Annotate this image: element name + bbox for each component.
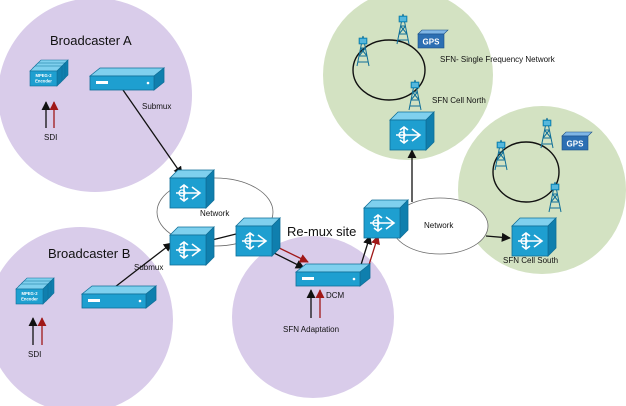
network-router-top [169,169,215,209]
gps-south-label: GPS [567,140,585,149]
broadcaster-b-region [0,227,173,406]
sfn-cell-north-label: SFN Cell North [432,96,486,105]
submux-a-link [122,89,183,176]
submux-b-label: Submux [134,263,163,272]
encoder-a-label-2: Encoder [35,79,52,84]
sfn-cell-south-label: SFN Cell South [503,256,558,265]
gps-north-label: GPS [423,38,441,47]
dcm-to-router-red [367,235,380,269]
dcm-label: DCM [326,291,345,300]
sdi-a-label: SDI [44,133,57,142]
sfn-title-label: SFN- Single Frequency Network [440,55,556,64]
gps-north-receiver: GPS [417,29,449,49]
remux-site-title: Re-mux site [287,224,356,239]
encoder-stack-a: MPEG-2 Encoder [29,59,69,87]
sdi-b-label: SDI [28,350,41,359]
remux-router [235,217,281,257]
cell-south-router [511,217,557,257]
dcm-to-router-black [359,235,372,269]
network-right-label: Network [424,221,454,230]
submux-b-link [114,242,173,288]
sfn-adaptation-label: SFN Adaptation [283,325,339,334]
broadcaster-a-region [0,0,192,192]
gps-south-receiver: GPS [561,131,593,151]
dcm-device [295,263,371,287]
network-router-bottom [169,226,215,266]
distribution-router [363,199,409,239]
sfn-south-ring [492,141,560,203]
submux-b-device [81,285,157,309]
encoder-b-label-2: Encoder [21,297,38,302]
network-to-remux-link [211,233,237,241]
sfn-north-ring [352,39,426,101]
submux-a-label: Submux [142,102,171,111]
encoder-stack-b: MPEG-2 Encoder [15,277,55,305]
remux-site-region [232,236,394,398]
network-left-label: Network [200,209,230,218]
cell-north-router [389,111,435,151]
encoder-a-label-1: MPEG-2 [35,73,52,78]
encoder-b-label-1: MPEG-2 [21,291,38,296]
submux-a-device [89,67,165,91]
broadcaster-a-title: Broadcaster A [50,33,132,48]
to-cell-south-link [485,232,511,242]
broadcaster-b-title: Broadcaster B [48,246,130,261]
